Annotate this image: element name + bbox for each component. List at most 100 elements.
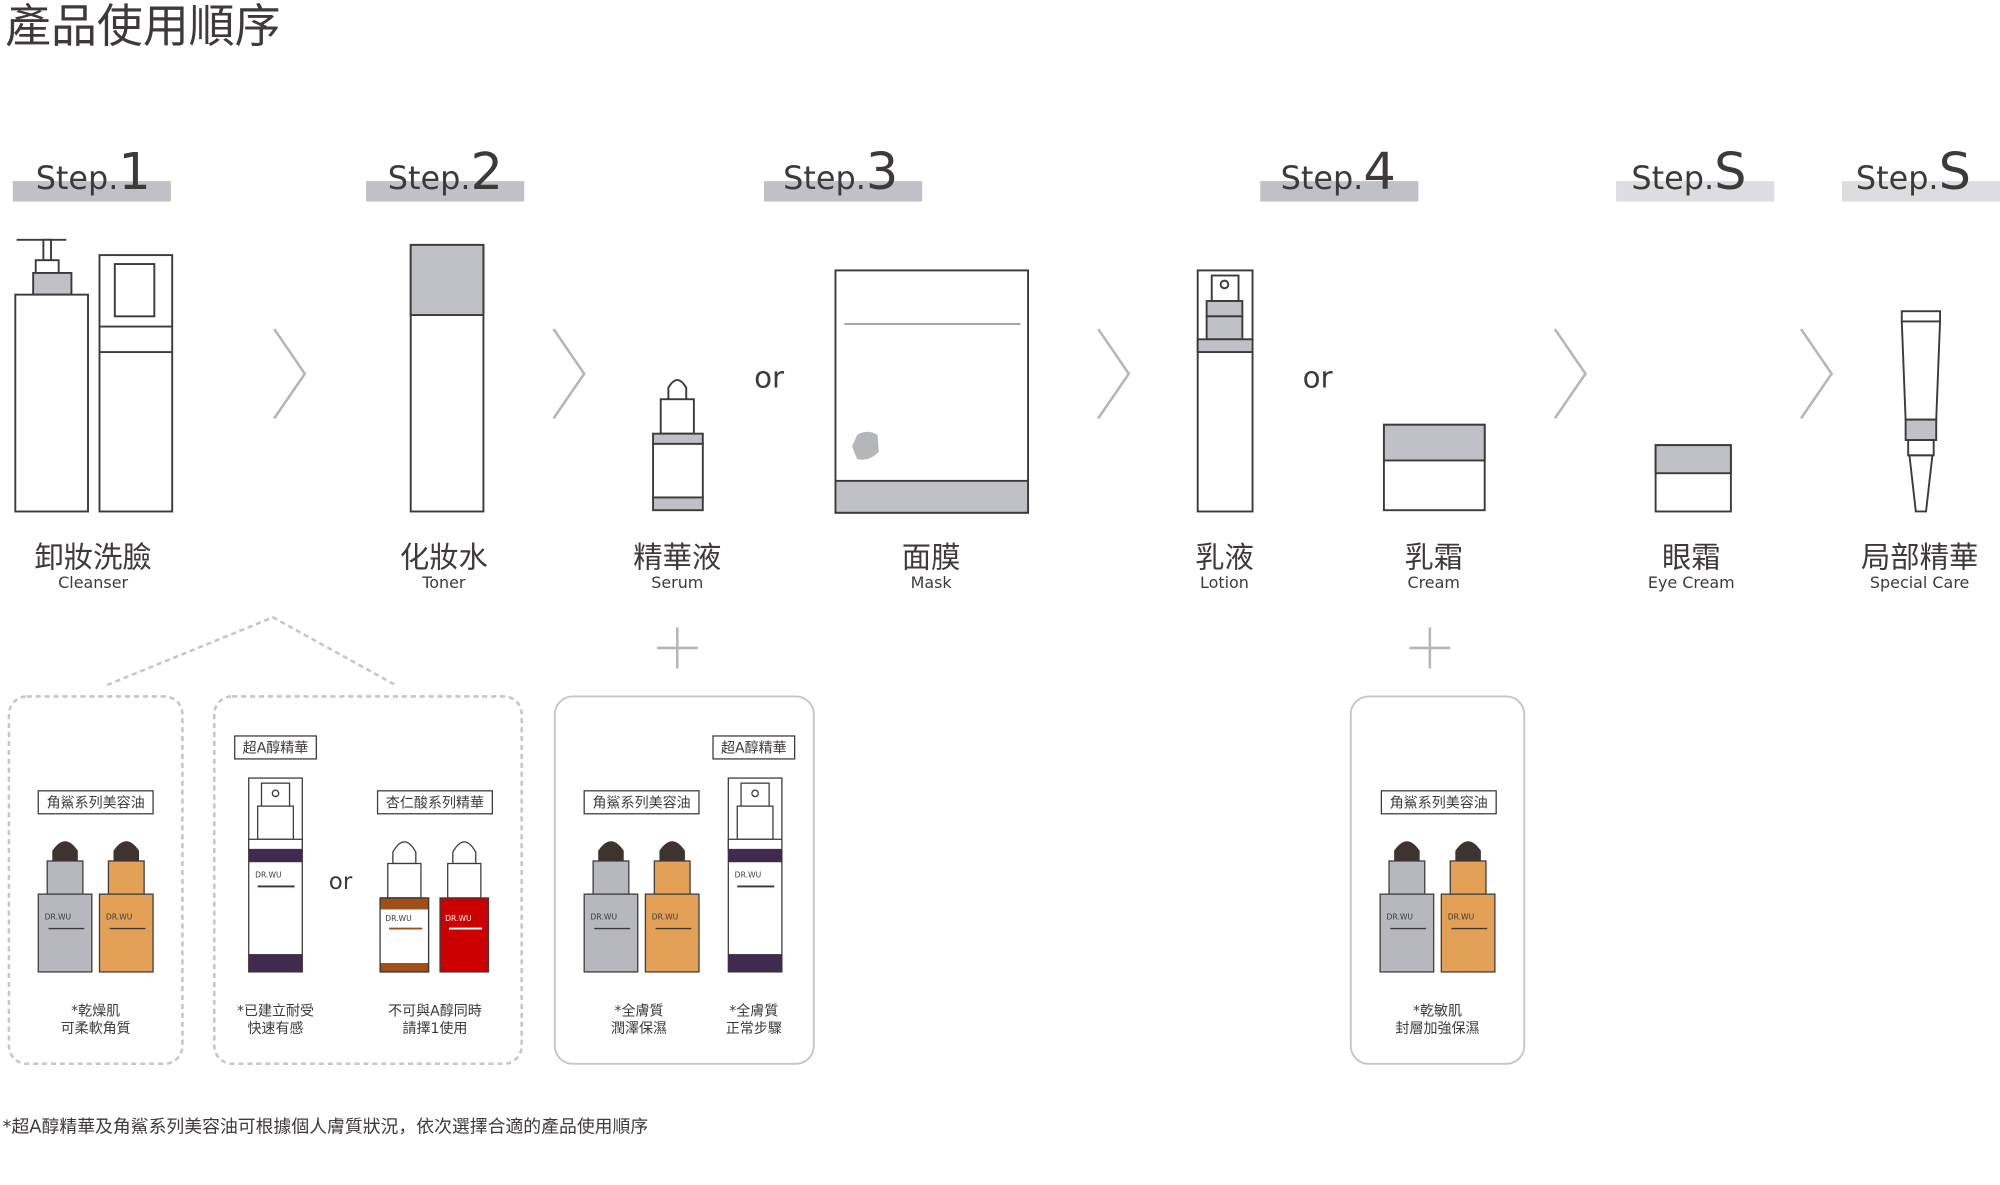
product-name-en: Eye Cream — [1648, 573, 1735, 592]
chevron-right-icon — [273, 328, 307, 420]
product-name-zh: 面膜 — [902, 541, 961, 575]
step-label: Step.1 — [36, 143, 151, 202]
bottle-brand: DR.WU — [45, 913, 71, 922]
pump-bottle-icon — [14, 238, 89, 513]
step-header-3: Step.3 — [764, 143, 923, 202]
product-name-en: Toner — [421, 573, 466, 592]
product-name-zh: 精華液 — [633, 541, 721, 575]
chevron-right-icon — [552, 328, 586, 420]
option-panel-2 — [213, 695, 523, 1066]
panel-bottles: DR.WU DR.WU DR.WU DR.WU DR.WU DR.WU DR.WU DR.WU… — [37, 777, 1496, 973]
product-name-zh: 化妝水 — [400, 541, 488, 575]
product-name-en: Special Care — [1870, 573, 1969, 592]
step-label: Step.2 — [388, 143, 503, 202]
squalane-orange-bottle-icon: DR.WU — [1440, 841, 1496, 973]
product-tag-box — [37, 790, 154, 815]
bottle-brand: DR.WU — [255, 871, 282, 880]
step-band — [12, 181, 171, 202]
panel-note: 正常步驟 — [726, 1021, 782, 1037]
toner-bottle-icon — [409, 243, 485, 513]
panel-note: 請擇1使用 — [402, 1020, 467, 1037]
bottle-brand: DR.WU — [1448, 913, 1475, 922]
chevron-right-icon — [1799, 328, 1834, 420]
bottle-brand: DR.WU — [735, 871, 762, 880]
step-header-1: Step.1 — [12, 143, 171, 202]
step-header-2: Step.2 — [366, 143, 525, 202]
panel-note: 可柔軟角質 — [61, 1021, 131, 1037]
footnote: *超A醇精華及角鯊系列美容油可根據個人膚質狀況，依次選擇合適的產品使用順序 — [3, 1117, 649, 1138]
chevron-right-icon — [1097, 328, 1131, 420]
mandelic-red-bottle-icon: DR.WU — [439, 841, 490, 973]
product-tag: 角鯊系列美容油 — [593, 794, 691, 811]
product-name-zh: 局部精華 — [1861, 541, 1978, 575]
product-name-zh: 乳霜 — [1404, 541, 1463, 575]
step-label: Step.3 — [783, 143, 898, 202]
squalane-orange-bottle-icon: DR.WU — [98, 841, 154, 973]
page-title: 產品使用順序 — [5, 0, 280, 53]
foam-bottle-icon — [98, 254, 174, 513]
product-tag-box — [234, 735, 317, 760]
lotion-bottle-icon — [1196, 269, 1254, 513]
bottle-brand: DR.WU — [591, 913, 618, 922]
mandelic-bottle-icon: DR.WU — [379, 841, 430, 973]
bottle-brand: DR.WU — [106, 913, 132, 922]
product-name-en: Lotion — [1200, 573, 1249, 592]
option-panel-3 — [553, 695, 815, 1065]
step-header-s1: Step.S — [1616, 143, 1775, 202]
step-band — [1841, 181, 2000, 202]
option-panel-1 — [7, 695, 184, 1066]
dashed-connector — [106, 615, 397, 687]
step-header-4: Step.4 — [1260, 143, 1419, 202]
product-name-en: Cleanser — [58, 573, 128, 592]
serum-dropper-icon — [652, 379, 704, 512]
product-tag: 超A醇精華 — [243, 740, 309, 757]
or-label: or — [329, 869, 353, 895]
option-panel-4 — [1349, 695, 1526, 1065]
bottle-brand: DR.WU — [445, 914, 472, 923]
retinol-bottle-icon: DR.WU — [727, 777, 783, 973]
plus-icon — [1409, 627, 1451, 669]
panel-note: *已建立耐受 — [237, 1003, 314, 1019]
product-name-zh: 卸妝洗臉 — [34, 541, 151, 575]
product-tag: 超A醇精華 — [721, 740, 787, 757]
product-tag-box — [712, 735, 796, 760]
panel-note: 封層加強保濕 — [1395, 1021, 1479, 1037]
squalane-gray-bottle-icon: DR.WU — [583, 841, 639, 973]
mask-package-icon — [834, 269, 1030, 514]
panel-note: *全膚質 — [729, 1002, 778, 1019]
step-label: Step.S — [1631, 143, 1746, 202]
or-label: or — [754, 361, 785, 395]
step-band — [1616, 181, 1775, 202]
or-label: or — [1303, 361, 1334, 395]
tube-icon — [1900, 310, 1942, 513]
bottle-brand: DR.WU — [385, 914, 412, 923]
panel-note: *全膚質 — [614, 1002, 663, 1019]
panel-note: 快速有感 — [247, 1020, 303, 1037]
step-header-s2: Step.S — [1841, 143, 2000, 202]
step-label: Step.4 — [1281, 143, 1396, 202]
product-tag: 杏仁酸系列精華 — [386, 795, 484, 811]
step-label: Step.S — [1856, 143, 1971, 202]
panel-note: *乾燥肌 — [71, 1003, 120, 1019]
product-tag: 角鯊系列美容油 — [1390, 794, 1488, 811]
product-tag-box — [583, 790, 700, 815]
squalane-orange-bottle-icon: DR.WU — [644, 841, 700, 973]
bottle-brand: DR.WU — [652, 913, 678, 922]
squalane-gray-bottle-icon: DR.WU — [1379, 841, 1435, 973]
step-band — [1260, 181, 1419, 202]
product-name-en: Cream — [1407, 573, 1459, 592]
squalane-gray-bottle-icon: DR.WU — [37, 841, 93, 973]
eye-cream-jar-icon — [1654, 444, 1732, 513]
panel-note: 潤澤保濕 — [611, 1021, 667, 1037]
panel-note: 不可與A醇同時 — [388, 1002, 482, 1019]
chevron-right-icon — [1553, 328, 1588, 420]
panel-note: *乾敏肌 — [1413, 1003, 1462, 1019]
cream-jar-icon — [1382, 423, 1486, 512]
bottle-brand: DR.WU — [1386, 913, 1413, 922]
product-tag-box — [1380, 790, 1497, 815]
step-band — [764, 181, 923, 202]
product-name-zh: 乳液 — [1195, 541, 1254, 575]
product-name-en: Serum — [651, 573, 703, 592]
plus-icon — [656, 627, 698, 669]
